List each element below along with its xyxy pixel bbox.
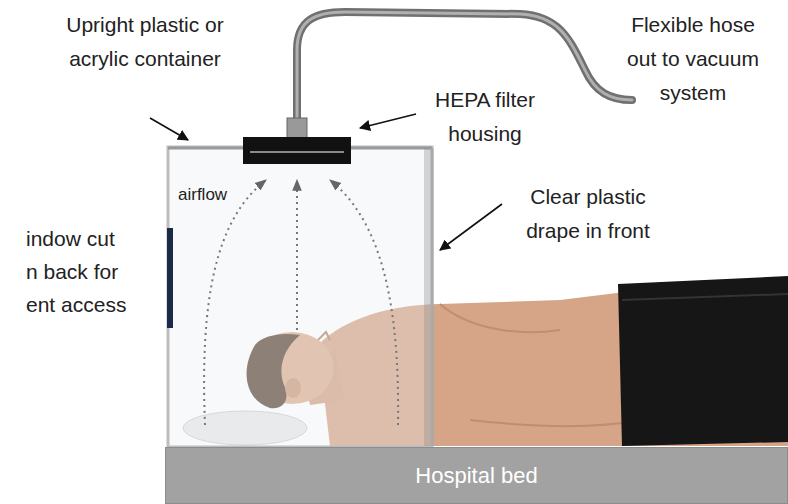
hospital-bed: Hospital bed (165, 447, 788, 504)
access-window (167, 228, 173, 328)
window-label: indow cut n back for ent access (26, 222, 130, 321)
container-label: Upright plastic or acrylic container (50, 8, 240, 76)
hose-label: Flexible hose out to vacuum system (618, 8, 768, 110)
hose-coupling (287, 118, 307, 138)
drape-label: Clear plastic drape in front (508, 180, 668, 248)
node-text: Hospital bed (415, 463, 537, 489)
filter-label: HEPA filter housing (425, 83, 545, 151)
airflow-arrows (204, 180, 398, 425)
hepa-filter (243, 137, 351, 164)
plastic-drape (424, 148, 434, 446)
airflow-label: airflow (178, 178, 268, 212)
acrylic-container (168, 147, 432, 447)
